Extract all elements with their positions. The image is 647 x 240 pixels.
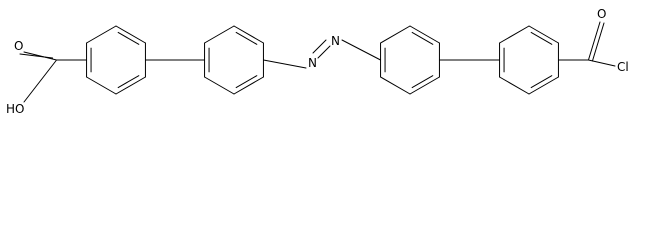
ring-4-bond-0 xyxy=(528,25,559,44)
ring-4-double-bond-a xyxy=(530,31,553,45)
ring-1-double-bond-b xyxy=(117,75,140,89)
atom-label-azo-nitrogen-left: N xyxy=(308,56,317,70)
ring-2-bond-5 xyxy=(204,25,235,44)
ring-4-bond-2 xyxy=(528,76,559,95)
ring-4-bond-3 xyxy=(499,76,530,95)
bond-group xyxy=(19,21,616,103)
ring-3-bond-0 xyxy=(409,25,440,44)
acyl-c-o-double-bond xyxy=(587,21,601,61)
acyl-c-cl-bond xyxy=(587,59,616,67)
ring-1-bond-5 xyxy=(86,25,117,44)
ring-2-bond-3 xyxy=(204,76,235,95)
ring-4-bond-5 xyxy=(499,25,530,44)
ring-1-bond-2 xyxy=(115,76,146,95)
ring-2-bond-2 xyxy=(233,76,264,95)
azo-double-bond-outer xyxy=(317,45,331,59)
ring-3-double-bond-a xyxy=(411,31,434,45)
ring-3-bond-5 xyxy=(380,25,411,44)
azo-double-bond-inner xyxy=(312,39,327,54)
ring-3-bond-2 xyxy=(409,76,440,95)
ring-2-double-bond-a xyxy=(235,31,258,45)
azo-single-bond-right xyxy=(341,39,382,61)
ring-1-double-bond-a xyxy=(117,31,140,45)
ring-1-bond-3 xyxy=(86,76,117,95)
atom-label-acyl-chlorine: Cl xyxy=(617,60,629,74)
ring-2-bond-0 xyxy=(233,25,264,44)
chemical-structure-diagram: O HO N N O Cl xyxy=(6,7,629,116)
atom-label-acyl-oxygen: O xyxy=(597,7,606,21)
carboxyl-c-oh-single-bond xyxy=(23,59,58,103)
acyl-c-o-double-bond-inner xyxy=(591,22,605,62)
azo-single-bond-left xyxy=(262,59,307,69)
atom-label-hydroxyl: HO xyxy=(6,102,24,116)
ring-4-double-bond-b xyxy=(530,75,553,89)
atom-label-azo-nitrogen-right: N xyxy=(331,34,340,48)
atom-label-carboxylic-oxygen: O xyxy=(14,39,23,53)
atom-label-group: O HO N N O Cl xyxy=(6,7,629,116)
ring-2-double-bond-b xyxy=(235,75,258,89)
carboxyl-c-o-double-bond-inner xyxy=(19,53,54,59)
structure-canvas: O HO N N O Cl xyxy=(6,7,629,116)
ring-3-double-bond-b xyxy=(411,75,434,89)
ring-3-bond-3 xyxy=(380,76,411,95)
ring-1-bond-0 xyxy=(115,25,146,44)
